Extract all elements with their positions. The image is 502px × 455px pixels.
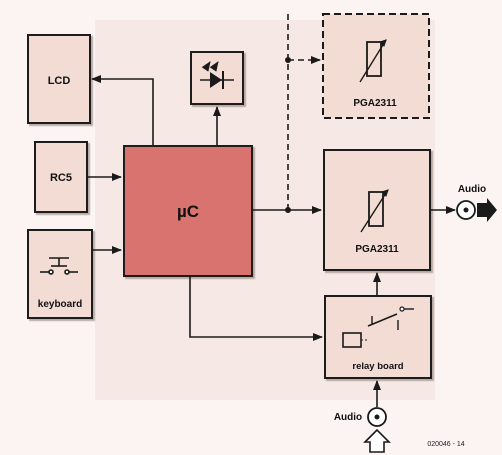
uc-to-lcd-line	[91, 75, 154, 146]
variable-resistor-icon	[359, 39, 387, 83]
variable-resistor-icon	[360, 189, 389, 233]
audio-in-label: Audio	[334, 412, 362, 423]
audio-out-label: Audio	[458, 184, 486, 195]
rc5-label: RC5	[50, 172, 72, 184]
uc-to-relay-line	[189, 276, 323, 341]
figure-code: 020046 - 14	[427, 441, 464, 448]
led-block	[190, 51, 244, 105]
relay-label: relay board	[352, 361, 403, 372]
lcd-label: LCD	[48, 75, 71, 87]
keyboard-label: keyboard	[38, 299, 82, 310]
led-icon	[200, 61, 234, 89]
output-arrow-icon	[477, 198, 497, 222]
keyboard-block: keyboard	[27, 229, 93, 319]
audio-output-connector: Audio	[456, 184, 497, 222]
pushbutton-icon	[40, 257, 78, 275]
pga2311-optional-block: PGA2311	[322, 13, 430, 119]
pga2311-block: PGA2311	[323, 149, 431, 271]
pga-top-label: PGA2311	[353, 98, 397, 109]
rc5-block: RC5	[34, 141, 88, 213]
uc-label: µC	[177, 202, 199, 221]
junction-dot	[285, 207, 291, 213]
relay-board-block: relay board	[324, 295, 432, 379]
lcd-block: LCD	[27, 34, 91, 124]
microcontroller-block: µC	[123, 145, 253, 277]
relay-icon	[342, 306, 414, 348]
audio-input-connector: Audio	[334, 407, 391, 453]
input-arrow-icon	[363, 428, 391, 453]
junction-dot	[285, 57, 291, 63]
pga-main-label: PGA2311	[355, 244, 399, 255]
